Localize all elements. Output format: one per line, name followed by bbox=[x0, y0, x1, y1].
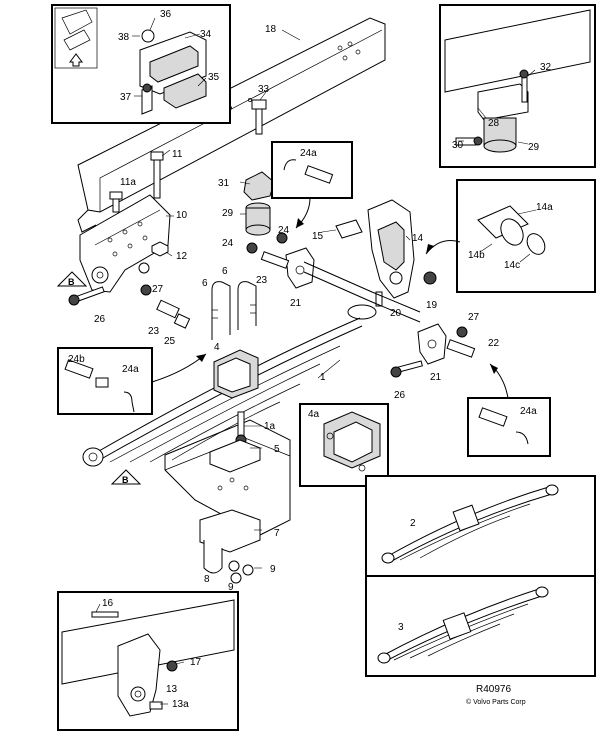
callout-34: 34 bbox=[200, 29, 212, 40]
callout-6-b: 6 bbox=[222, 266, 228, 277]
inset-stop-bracket bbox=[51, 4, 231, 124]
bushings-pins bbox=[68, 232, 476, 378]
inset-bump-stop bbox=[439, 4, 596, 168]
callout-26-left: 26 bbox=[94, 314, 106, 325]
leader-lines bbox=[161, 29, 411, 569]
inset-pin-grease-top bbox=[271, 141, 353, 199]
callout-26-right: 26 bbox=[394, 390, 406, 401]
center-bump-stop bbox=[243, 99, 275, 236]
orientation-arrow-icon bbox=[54, 7, 98, 69]
callout-24a-left: 24a bbox=[122, 364, 139, 375]
rear-spring-hanger bbox=[335, 199, 437, 307]
inset-pin-grease-left bbox=[57, 347, 153, 415]
callout-18: 18 bbox=[265, 24, 277, 35]
callout-19: 19 bbox=[426, 300, 438, 311]
figure-reference: R40976 bbox=[476, 684, 511, 695]
callout-12: 12 bbox=[176, 251, 188, 262]
inset-pin-grease-right bbox=[467, 397, 551, 457]
callout-14c: 14c bbox=[504, 260, 520, 271]
callout-29: 29 bbox=[222, 208, 234, 219]
callout-8: 8 bbox=[204, 574, 210, 585]
callout-10: 10 bbox=[176, 210, 188, 221]
figure-footer: R40976 © Volvo Parts Corp bbox=[466, 684, 526, 706]
callout-20: 20 bbox=[390, 308, 402, 319]
marker-b-2: B bbox=[122, 475, 129, 485]
callout-23-left: 23 bbox=[148, 326, 160, 337]
tie-rod bbox=[303, 261, 421, 323]
callout-31: 31 bbox=[218, 178, 230, 189]
callout-21-rear: 21 bbox=[430, 372, 442, 383]
inset-leaf-spring-2 bbox=[365, 475, 596, 577]
callout-1a: 1a bbox=[264, 421, 276, 432]
callout-30: 30 bbox=[452, 140, 464, 151]
callout-17: 17 bbox=[190, 657, 202, 668]
callout-24a-right: 24a bbox=[520, 406, 537, 417]
axle-seat bbox=[213, 349, 259, 399]
callout-13: 13 bbox=[166, 684, 178, 695]
callout-23: 23 bbox=[256, 275, 268, 286]
copyright-notice: © Volvo Parts Corp bbox=[466, 698, 526, 706]
callout-21-front: 21 bbox=[290, 298, 302, 309]
callout-32: 32 bbox=[540, 62, 552, 73]
callout-24-1: 24 bbox=[278, 225, 290, 236]
front-spring-hanger bbox=[79, 151, 171, 293]
callout-13a: 13a bbox=[172, 699, 189, 710]
view-reference-marker-b bbox=[56, 271, 142, 485]
callout-24-2: 24 bbox=[222, 238, 234, 249]
shackle-front bbox=[285, 247, 315, 289]
callout-27-right: 27 bbox=[468, 312, 480, 323]
inset-leaf-spring-3 bbox=[365, 575, 596, 677]
inset-axle-seat bbox=[299, 403, 389, 487]
marker-b-1: B bbox=[68, 277, 75, 287]
callout-27-left: 27 bbox=[152, 284, 164, 295]
callout-14a: 14a bbox=[536, 202, 553, 213]
callout-16: 16 bbox=[102, 598, 114, 609]
callout-37: 37 bbox=[120, 92, 132, 103]
callout-4a: 4a bbox=[308, 409, 320, 420]
callout-14b: 14b bbox=[468, 250, 485, 261]
callout-22: 22 bbox=[488, 338, 500, 349]
callout-28: 28 bbox=[488, 118, 500, 129]
u-bolts bbox=[211, 281, 257, 340]
callout-24b: 24b bbox=[68, 354, 85, 365]
callout-7: 7 bbox=[274, 528, 280, 539]
callout-6-a: 6 bbox=[202, 278, 208, 289]
callout-arrows bbox=[151, 197, 509, 399]
callout-3: 3 bbox=[398, 622, 404, 633]
callout-33: 33 bbox=[258, 84, 270, 95]
callout-36: 36 bbox=[160, 9, 172, 20]
callout-25: 25 bbox=[164, 336, 176, 347]
inset-bushing-kit bbox=[456, 179, 596, 293]
callout-24a-top: 24a bbox=[300, 148, 317, 159]
callout-11: 11 bbox=[172, 149, 183, 160]
shackle-rear bbox=[417, 323, 447, 365]
callout-29-inset: 29 bbox=[528, 142, 540, 153]
callout-2: 2 bbox=[410, 518, 416, 529]
callout-35: 35 bbox=[208, 72, 220, 83]
callout-5: 5 bbox=[274, 444, 280, 455]
callout-38: 38 bbox=[118, 32, 130, 43]
clamp-plate bbox=[199, 411, 261, 584]
callout-9-a: 9 bbox=[270, 564, 276, 575]
callout-1: 1 bbox=[320, 372, 326, 383]
inset-rear-hanger-alt bbox=[57, 591, 239, 731]
callout-4: 4 bbox=[214, 342, 220, 353]
callout-9-b: 9 bbox=[228, 582, 234, 593]
callout-11a: 11a bbox=[120, 177, 136, 188]
callout-labels: 18 36 38 34 35 37 32 28 29 30 33 11 11a … bbox=[68, 9, 553, 710]
callout-15: 15 bbox=[312, 231, 324, 242]
callout-14: 14 bbox=[412, 233, 424, 244]
